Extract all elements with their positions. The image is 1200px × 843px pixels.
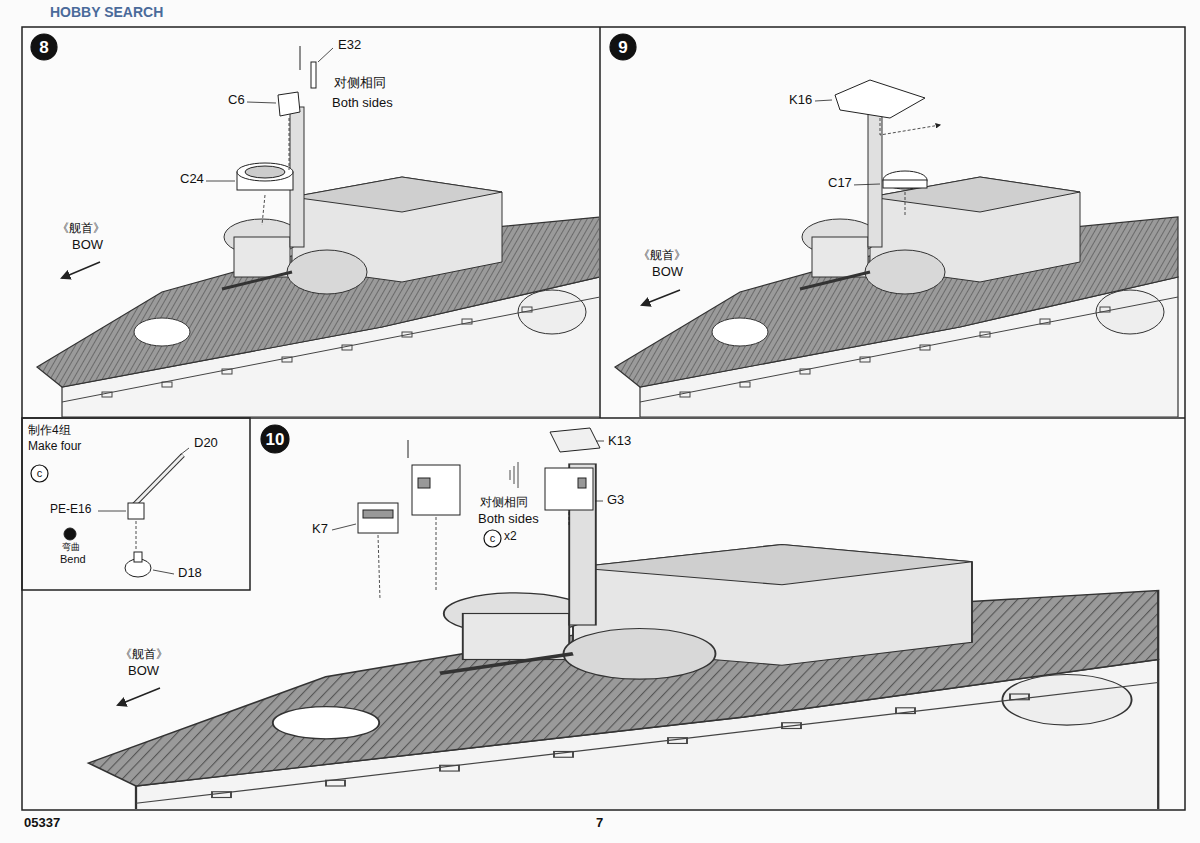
circle-shape	[261, 425, 289, 453]
part-label: D20	[192, 436, 220, 451]
inset-heading: 制作4组 Make four	[28, 423, 98, 454]
step-number-text: 9	[618, 39, 627, 56]
circle-shape	[610, 34, 636, 60]
step-number-text: 8	[39, 39, 48, 56]
part-label: C6	[226, 93, 247, 108]
part-label: 弯曲	[60, 542, 82, 552]
part-label: D18	[176, 566, 204, 581]
part-label: 《舰首》	[118, 648, 170, 662]
part-label: E32	[336, 38, 363, 53]
part-label: K16	[787, 93, 814, 108]
part-label: 对侧相同	[478, 496, 530, 510]
part-label: G3	[605, 493, 626, 508]
part-label: x2	[502, 530, 519, 544]
part-label: Bend	[58, 553, 88, 566]
circle-shape	[31, 34, 57, 60]
watermark: HOBBY SEARCH	[48, 4, 165, 20]
symbol-letter: c	[37, 468, 43, 479]
sub-assembly-symbol: c	[483, 529, 502, 548]
part-label: PE-E16	[48, 503, 93, 517]
step-number: 10	[260, 424, 290, 454]
inset-box: 制作4组 Make four c	[22, 418, 250, 590]
part-label: Both sides	[476, 512, 541, 527]
part-label: 对侧相同	[332, 76, 388, 91]
symbol-letter: c	[490, 533, 496, 544]
part-label: Both sides	[330, 96, 395, 111]
step-number-text: 10	[266, 431, 285, 448]
part-label: 《舰首》	[55, 222, 107, 236]
part-label: 《舰首》	[636, 249, 688, 263]
part-label: BOW	[650, 265, 685, 280]
page-number: 05337	[22, 816, 62, 831]
sub-assembly-symbol: c	[30, 464, 49, 483]
step-number: 8	[30, 33, 58, 61]
part-label: C17	[826, 176, 854, 191]
page-number: 7	[594, 816, 605, 831]
circle-shape	[484, 530, 501, 547]
step-number: 9	[609, 33, 637, 61]
part-label: BOW	[70, 238, 105, 253]
part-label: C24	[178, 172, 206, 187]
part-label: K7	[310, 522, 330, 537]
part-label: K13	[606, 434, 633, 449]
part-label: BOW	[126, 664, 161, 679]
circle-shape	[31, 465, 48, 482]
